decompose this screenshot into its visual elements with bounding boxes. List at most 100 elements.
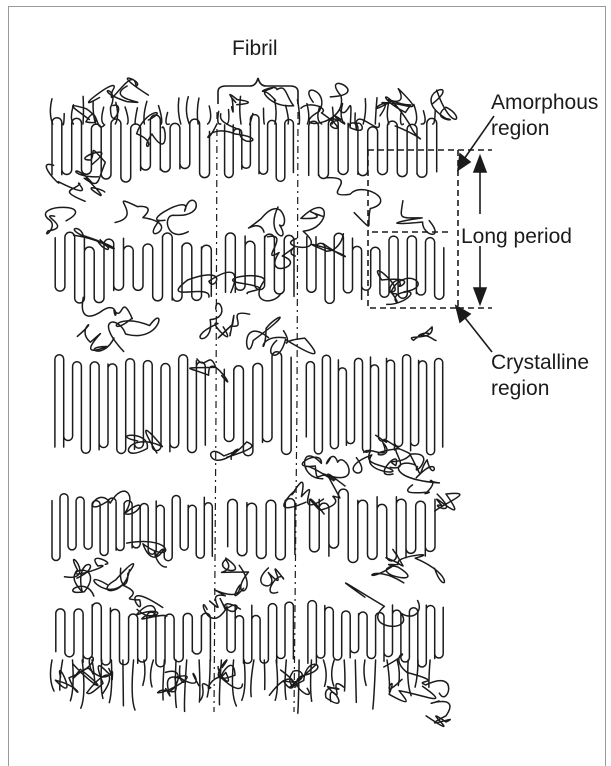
chain-end [143,660,145,685]
chain-end [332,660,335,686]
amorphous-pointer-head [458,154,470,170]
chain-end [415,660,418,687]
chain-end [240,96,241,124]
lamella-fold [225,115,294,182]
chain-end [186,97,189,124]
lamella-fold [56,603,211,667]
amorphous-chain [109,318,159,351]
amorphous-chain [411,327,436,341]
lamella-fold [224,352,291,456]
chain-end [81,660,84,708]
amorphous-chain [247,317,286,349]
chain-end [421,111,425,124]
chain-end [408,660,411,696]
chain-end [414,104,417,124]
amorphous-chain [306,456,349,480]
arrow-head-down [474,288,486,304]
amorphous-chain [435,493,460,511]
chain-end [264,108,265,124]
chain-end [219,660,221,705]
chain-end [344,660,345,691]
amorphous-chain [262,88,293,106]
crystalline-pointer [462,314,492,352]
amorphous-chain [426,701,450,726]
lamella-fold [306,355,442,455]
amorphous-chain [94,580,163,608]
chain-end [355,660,356,702]
chain-end [275,660,277,700]
chain-end [144,101,147,124]
chain-end [307,104,309,124]
fibril-label: Fibril [232,36,278,62]
amorphous-chain [384,654,449,697]
amorphous-chain [312,234,345,257]
lamella-fold [310,489,435,562]
chain-end [232,660,236,706]
amorphous-chain [284,482,324,507]
chain-end [123,660,124,706]
amorphous-chain [190,359,228,382]
chain-end [264,660,265,690]
chain-end [125,107,128,124]
amorphous-chain [222,558,249,591]
lamella-fold [227,602,294,663]
amorphous-chain [261,568,284,593]
lamella-fold [307,233,444,303]
chain-end [150,660,153,687]
chain-end [375,98,377,124]
chain-end [298,660,299,713]
chain-end [178,98,180,124]
amorphous-chain [73,106,105,127]
lamella-fold [52,494,212,561]
crystalline-label-line-2: region [491,376,589,402]
polymer-chains [45,78,459,726]
chain-end [251,660,254,697]
fibril-boundary-right [294,112,298,712]
chain-end [50,660,54,691]
chain-end [341,104,344,124]
chain-end [166,113,169,125]
amorphous-chain [73,565,94,597]
chain-end [199,660,200,702]
amorphous-chain [178,272,235,297]
chain-end [135,108,137,124]
chain-end [387,102,389,124]
chain-end [184,660,186,711]
amorphous-chain [127,430,163,453]
amorphous-chain [45,207,75,233]
chain-end [364,660,366,685]
chain-end [242,660,245,700]
chain-end [132,660,135,710]
amorphous-chain [65,558,108,577]
amorphous-label-line-1: Amorphous [491,90,598,116]
chain-end [355,113,356,125]
amorphous-chain [208,114,253,142]
crystalline-region-label: Crystalline region [491,350,589,402]
amorphous-chain [327,178,381,226]
amorphous-chain [310,474,345,514]
chain-end [323,660,326,686]
amorphous-chain [82,297,132,318]
chain-end [102,107,104,124]
chain-end [93,101,96,124]
chain-end [63,114,65,125]
chain-end [373,660,376,709]
amorphous-chain [353,451,393,473]
chain-end [208,106,211,124]
chain-end [207,660,210,697]
arrow-head-up [474,156,486,172]
amorphous-chain [157,200,197,234]
chain-end [433,111,436,125]
amorphous-label-line-2: region [491,116,598,142]
amorphous-chain [165,671,199,696]
lamella-fold [308,601,443,667]
amorphous-pointer [462,116,494,162]
lamella-fold [309,118,437,178]
amorphous-chain [249,207,285,236]
amorphous-chain [340,106,379,131]
amorphous-chain [211,442,252,460]
crystalline-label-line-1: Crystalline [491,350,589,376]
amorphous-chain [372,558,408,583]
amorphous-chain [115,201,161,234]
fibril-boundary-left [214,112,217,712]
